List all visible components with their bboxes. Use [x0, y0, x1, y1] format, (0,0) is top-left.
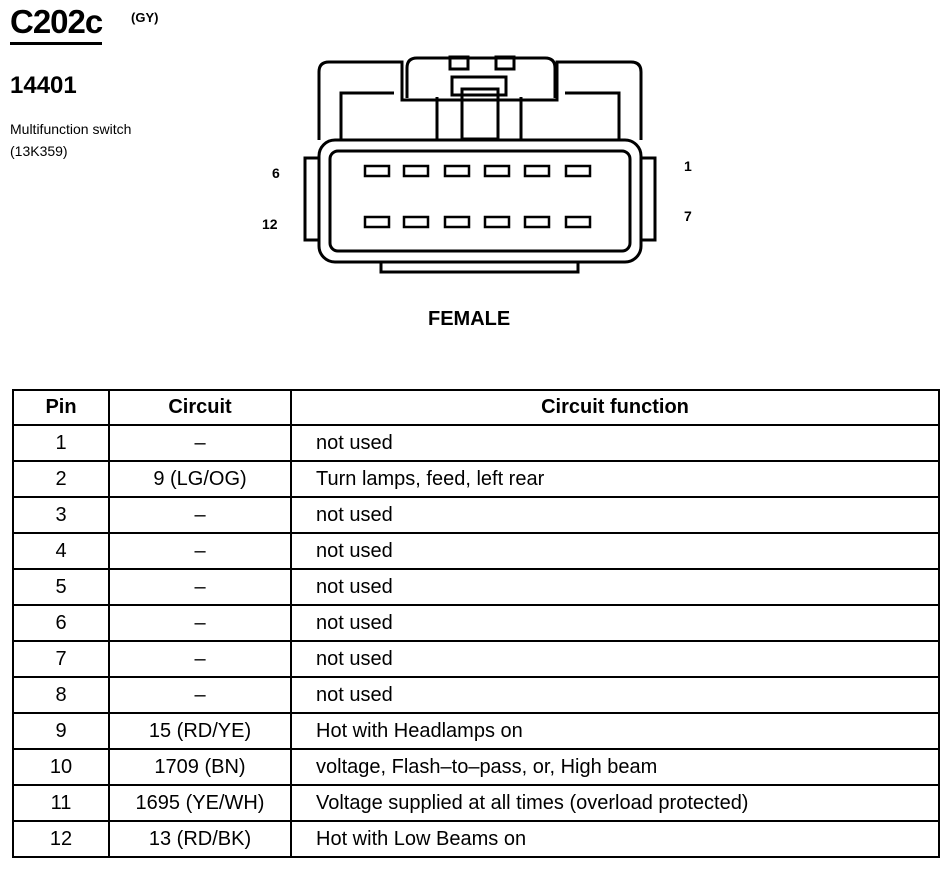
circuit-cell: –	[108, 640, 292, 678]
pin-cell: 8	[12, 676, 110, 714]
connector-face-diagram	[303, 55, 657, 274]
connector-color-code: (GY)	[131, 10, 159, 25]
circuit-cell: 1709 (BN)	[108, 748, 292, 786]
circuit-cell: –	[108, 568, 292, 606]
component-description: Multifunction switch	[10, 121, 132, 137]
pin-cell: 5	[12, 568, 110, 606]
pin-cell: 4	[12, 532, 110, 570]
function-cell: not used	[290, 532, 940, 570]
pin-cell: 10	[12, 748, 110, 786]
circuit-cell: –	[108, 424, 292, 462]
table-row: 8–not used	[12, 676, 940, 714]
part-number: 14401	[10, 72, 77, 99]
circuit-cell: –	[108, 604, 292, 642]
pin-cell: 7	[12, 640, 110, 678]
pin-label-6: 6	[272, 165, 280, 181]
header-circuit-function: Circuit function	[290, 389, 940, 426]
header-pin: Pin	[12, 389, 110, 426]
pin-cell: 12	[12, 820, 110, 858]
function-cell: Hot with Headlamps on	[290, 712, 940, 750]
function-cell: not used	[290, 496, 940, 534]
table-row: 6–not used	[12, 604, 940, 642]
connector-gender: FEMALE	[428, 308, 511, 330]
circuit-cell: 13 (RD/BK)	[108, 820, 292, 858]
pin-label-7: 7	[684, 208, 692, 224]
function-cell: not used	[290, 424, 940, 462]
table-row: 4–not used	[12, 532, 940, 570]
circuit-cell: –	[108, 496, 292, 534]
table-row: 7–not used	[12, 640, 940, 678]
pin-label-12: 12	[262, 216, 278, 232]
pin-label-1: 1	[684, 158, 692, 174]
table-row: 3–not used	[12, 496, 940, 534]
pin-cell: 3	[12, 496, 110, 534]
function-cell: not used	[290, 640, 940, 678]
function-cell: Turn lamps, feed, left rear	[290, 460, 940, 498]
table-row: 1–not used	[12, 424, 940, 462]
circuit-cell: –	[108, 676, 292, 714]
function-cell: voltage, Flash–to–pass, or, High beam	[290, 748, 940, 786]
component-part-code: (13K359)	[10, 143, 68, 159]
circuit-cell: 1695 (YE/WH)	[108, 784, 292, 822]
function-cell: Hot with Low Beams on	[290, 820, 940, 858]
circuit-cell: 9 (LG/OG)	[108, 460, 292, 498]
pin-cell: 6	[12, 604, 110, 642]
function-cell: not used	[290, 604, 940, 642]
pin-cell: 1	[12, 424, 110, 462]
function-cell: not used	[290, 676, 940, 714]
function-cell: Voltage supplied at all times (overload …	[290, 784, 940, 822]
pin-cell: 2	[12, 460, 110, 498]
pin-cell: 9	[12, 712, 110, 750]
table-header-row: Pin Circuit Circuit function	[12, 389, 940, 426]
header-circuit: Circuit	[108, 389, 292, 426]
pin-cell: 11	[12, 784, 110, 822]
table-row: 5–not used	[12, 568, 940, 606]
circuit-cell: –	[108, 532, 292, 570]
circuit-cell: 15 (RD/YE)	[108, 712, 292, 750]
function-cell: not used	[290, 568, 940, 606]
connector-id: C202c	[10, 2, 103, 45]
